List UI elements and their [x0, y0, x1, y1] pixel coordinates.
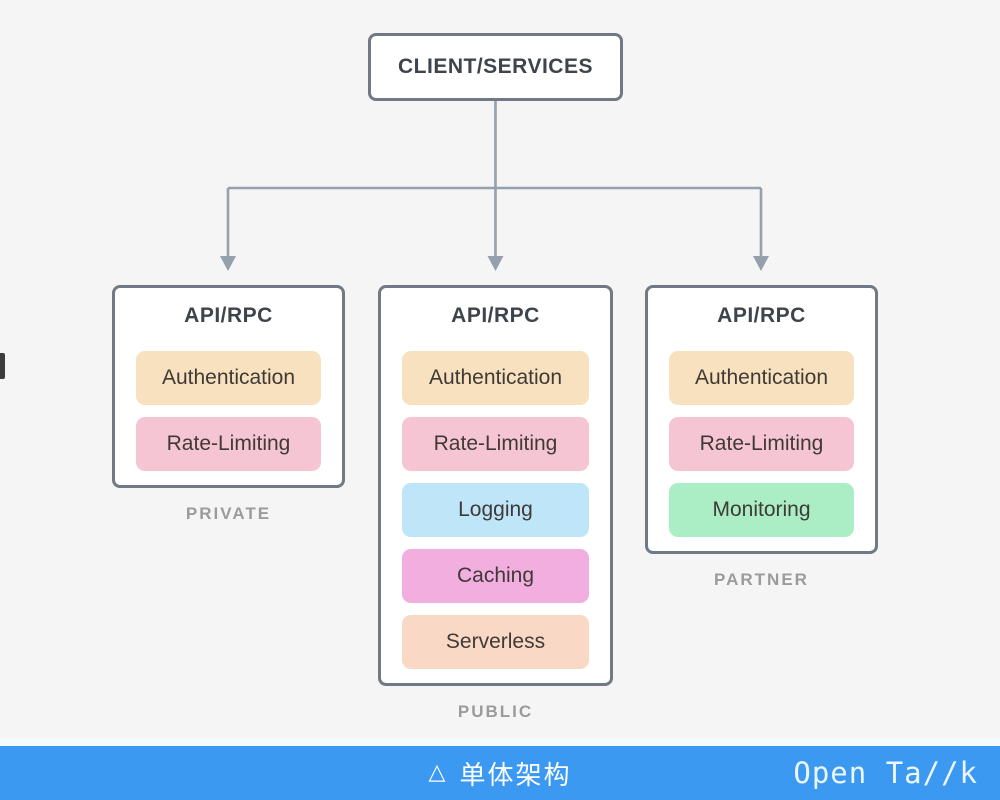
gateway-card-public-box: API/RPC Authentication Rate-Limiting Log…: [378, 285, 613, 686]
chip-authentication: Authentication: [136, 351, 321, 405]
slide-caption-text: 单体架构: [459, 759, 572, 790]
chip-logging: Logging: [402, 483, 589, 537]
card-caption-partner: PARTNER: [714, 570, 809, 589]
gateway-card-partner-box: API/RPC Authentication Rate-Limiting Mon…: [645, 285, 878, 554]
chip-caching: Caching: [402, 549, 589, 603]
card-caption-public: PUBLIC: [457, 702, 534, 721]
gateway-header: API/RPC: [451, 304, 540, 327]
chip-rate-limiting: Rate-Limiting: [136, 417, 321, 471]
arrowhead-right-icon: [753, 256, 769, 271]
footer-bar: △ 单体架构 Open Ta//k: [0, 746, 1000, 800]
arrowhead-center-icon: [487, 256, 504, 271]
gateway-card-private: API/RPC Authentication Rate-Limiting PRI…: [112, 285, 345, 524]
gateway-header: API/RPC: [717, 304, 806, 327]
chip-rate-limiting: Rate-Limiting: [402, 417, 589, 471]
triangle-icon: △: [428, 759, 446, 784]
slide-caption: △ 单体架构: [429, 755, 572, 792]
gateway-card-public: API/RPC Authentication Rate-Limiting Log…: [378, 285, 613, 722]
card-caption-private: PRIVATE: [185, 504, 272, 523]
arrowhead-left-icon: [220, 256, 236, 271]
chip-serverless: Serverless: [402, 615, 589, 669]
footer-top-strip: [0, 739, 1000, 746]
open-talk-logo: Open Ta//k: [793, 756, 978, 790]
gateway-header: API/RPC: [184, 304, 273, 327]
screen-edge-artifact: [0, 353, 5, 379]
client-services-box: CLIENT/SERVICES: [368, 33, 623, 101]
chip-monitoring: Monitoring: [669, 483, 854, 537]
chip-rate-limiting: Rate-Limiting: [669, 417, 854, 471]
gateway-card-partner: API/RPC Authentication Rate-Limiting Mon…: [645, 285, 878, 590]
chip-authentication: Authentication: [402, 351, 589, 405]
client-services-label: CLIENT/SERVICES: [398, 55, 593, 78]
chip-authentication: Authentication: [669, 351, 854, 405]
gateway-card-private-box: API/RPC Authentication Rate-Limiting: [112, 285, 345, 488]
